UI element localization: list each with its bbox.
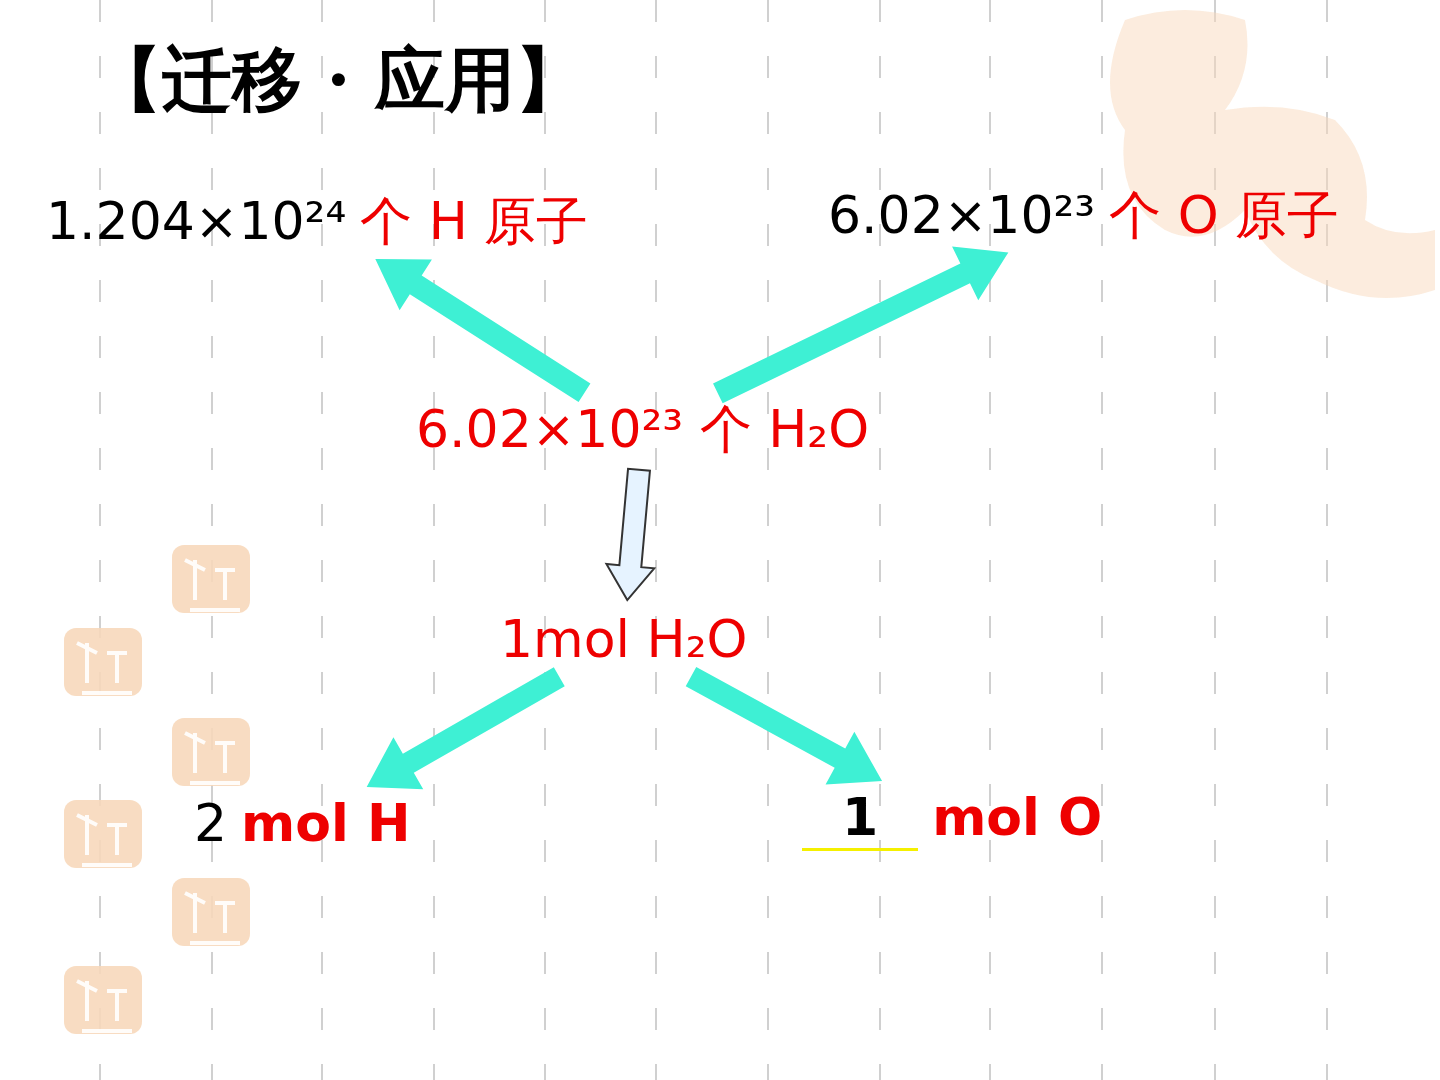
node-text: mol H xyxy=(241,794,410,854)
node-text: 2 xyxy=(194,794,227,854)
molecule-count-box: 6.02×10²³ 个 H₂O xyxy=(410,396,875,464)
grid-line xyxy=(321,0,323,1080)
grid-line xyxy=(1101,0,1103,1080)
node-text: 1.204×10²⁴ xyxy=(46,192,346,252)
grid-line xyxy=(989,0,991,1080)
arrow-connector xyxy=(367,667,565,789)
node-text: 个 H 原子 xyxy=(360,192,588,252)
atom-count-box: 1.204×10²⁴个 H 原子 xyxy=(40,188,594,256)
grid-line xyxy=(544,0,546,1080)
grid-line xyxy=(99,0,101,1080)
arrow-connector xyxy=(713,246,1008,403)
node-text: 个 O 原子 xyxy=(1109,186,1339,246)
slide-title: 【迁移 · 应用】 xyxy=(92,34,585,128)
mole-box: 1mol H₂O xyxy=(494,606,753,674)
node-text: 1mol H₂O xyxy=(500,610,747,670)
arrow-connector xyxy=(686,667,882,784)
grid-line xyxy=(767,0,769,1080)
mole-result-box: 2mol H xyxy=(188,790,416,858)
grid-line xyxy=(879,0,881,1080)
node-text: 1 xyxy=(802,788,918,851)
node-text: 6.02×10²³ 个 H₂O xyxy=(416,400,869,460)
node-text: mol O xyxy=(932,788,1102,848)
mole-result-box: 1mol O xyxy=(796,784,1108,855)
node-text: 6.02×10²³ xyxy=(828,186,1095,246)
grid-line xyxy=(433,0,435,1080)
grid-line xyxy=(655,0,657,1080)
atom-count-box: 6.02×10²³个 O 原子 xyxy=(822,182,1345,250)
arrow-connector xyxy=(375,259,590,402)
arrow-connector xyxy=(606,469,654,600)
